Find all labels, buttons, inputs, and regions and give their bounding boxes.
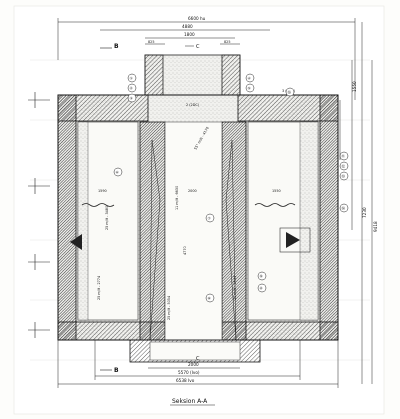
svg-text:⑧: ⑧ xyxy=(208,297,212,301)
svg-text:⑬: ⑬ xyxy=(342,174,346,179)
svg-text:⑩: ⑩ xyxy=(260,287,263,291)
section-marker-b-top: B xyxy=(114,43,119,50)
note-top: 2 (2DC) xyxy=(186,103,200,107)
right-dimension-lines xyxy=(339,22,373,384)
dim-top-width-2: 1800 xyxy=(184,32,195,37)
top-dimension-lines xyxy=(57,18,356,100)
note-left-inner: 1590 xyxy=(98,189,107,193)
center-column xyxy=(139,121,247,341)
callout-c1: ① xyxy=(127,73,137,83)
nozzle-left xyxy=(70,234,82,250)
dim-overall-width: 6600 hu xyxy=(188,16,206,21)
nozzle-right xyxy=(286,232,300,248)
callout-c9: ⑨ xyxy=(257,271,267,281)
svg-text:⑦: ⑦ xyxy=(208,217,211,221)
drawing-caption: Seksion A-A xyxy=(172,398,208,405)
note-mid-label: 2000 xyxy=(188,189,197,193)
top-neck xyxy=(144,54,241,101)
svg-text:③: ③ xyxy=(130,97,133,101)
svg-text:⑥: ⑥ xyxy=(116,171,120,175)
dim-top-width-1: 4880 xyxy=(182,24,193,29)
note-vertical-mid: 25 m/lt - 5054 xyxy=(167,296,171,320)
dim-bottom-overall: 6538 Ivo xyxy=(176,378,195,383)
svg-text:⑮: ⑮ xyxy=(288,90,292,95)
left-chamber xyxy=(77,121,139,321)
callout-c2: ② xyxy=(127,83,137,93)
nozzle-housing-right xyxy=(279,227,311,253)
svg-text:⑪: ⑪ xyxy=(342,154,346,159)
callout-c11: ⑪ xyxy=(339,151,349,161)
callout-c10: ⑩ xyxy=(257,283,267,293)
wavy-break-left xyxy=(81,203,115,207)
svg-text:⑫: ⑫ xyxy=(342,164,346,169)
note-vertical-left: 25 m/lt - 2774 xyxy=(97,276,101,300)
dim-right-total-2: 9418 xyxy=(373,221,378,232)
callout-c3: ③ xyxy=(127,93,137,103)
callout-c7: ⑦ xyxy=(205,213,215,223)
callouts: ① ② ③ ④ ⑤ ⑥ ⑦ ⑧ ⑨ ⑩ ⑪ ⑫ ⑬ ⑭ ⑮ xyxy=(113,73,349,303)
svg-text:①: ① xyxy=(130,77,133,81)
svg-text:⑭: ⑭ xyxy=(342,206,346,211)
section-marker-c-top: C xyxy=(196,44,200,50)
section-marker-b-bottom: B xyxy=(114,367,119,374)
bottom-dimension-lines xyxy=(57,340,339,388)
section-marker-c-bottom: C xyxy=(196,356,200,362)
callout-c4: ④ xyxy=(245,73,255,83)
callout-c15: ⑮ xyxy=(285,87,295,97)
wavy-break-right xyxy=(254,203,296,207)
svg-text:⑤: ⑤ xyxy=(248,87,252,91)
callout-c14: ⑭ xyxy=(339,203,349,213)
dim-right-top: 1550 xyxy=(352,81,357,92)
callout-c8: ⑧ xyxy=(205,293,215,303)
svg-text:⑨: ⑨ xyxy=(260,275,264,279)
dim-top-right-small: 825 xyxy=(224,40,230,44)
dim-right-total-1: 7230 xyxy=(362,207,367,218)
svg-text:④: ④ xyxy=(248,77,251,81)
note-right-inner: 1550 xyxy=(272,189,281,193)
note-tank-elev: 4770 xyxy=(183,246,187,255)
callout-c12: ⑫ xyxy=(339,161,349,171)
svg-text:②: ② xyxy=(130,87,133,91)
callout-c6: ⑥ xyxy=(113,167,123,177)
note-vertical-right: 20 m/lt - 2544 xyxy=(233,276,237,300)
note-vertical-mid2: 11 m/lt - 6630 xyxy=(175,186,179,210)
note-left-note: 25 m/lt - 3480 xyxy=(105,206,109,230)
left-tick-marks xyxy=(28,92,50,338)
dim-top-left-small: 825 xyxy=(148,40,154,44)
callout-c5: ⑤ xyxy=(245,83,255,93)
bottom-skirt xyxy=(129,339,261,363)
dim-bottom-inner: 2000 xyxy=(188,362,199,367)
callout-c13: ⑬ xyxy=(339,171,349,181)
dim-bottom-mid: 5570 (Ivo) xyxy=(178,370,200,375)
